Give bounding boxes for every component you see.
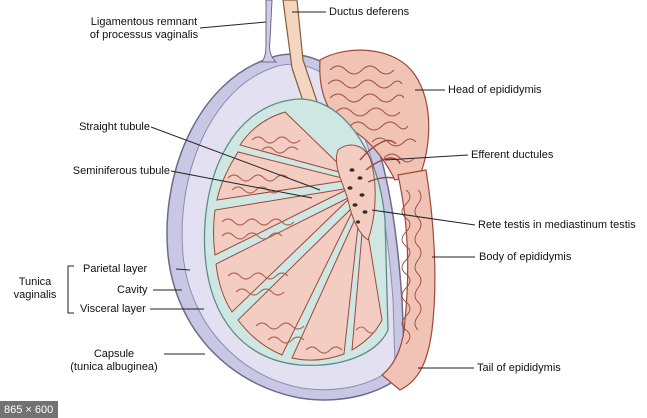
rete-testis-channels [347,168,368,224]
leader-lines [150,11,476,369]
label-straight-tubule: Straight tubule [79,121,150,133]
tunica-vaginalis-line2: vaginalis [13,289,57,301]
label-rete-testis: Rete testis in mediastinum testis [478,219,636,231]
epididymis-coils [327,65,422,345]
epididymis-body-shape [381,169,436,391]
label-capsule: Capsule (tunica albuginea) [62,348,166,374]
capsule-line2: (tunica albuginea) [70,361,158,373]
label-body-of-epididymis: Body of epididymis [479,251,572,263]
label-ligamentous-remnant: Ligamentous remnant of processus vaginal… [84,16,204,42]
label-visceral-layer: Visceral layer [80,303,146,315]
rete-testis-shape [335,144,376,241]
ligamentous-remnant-shape [261,0,278,63]
label-seminiferous-tubule: Seminiferous tubule [72,165,170,177]
label-cavity: Cavity [117,284,148,296]
tunica-bracket [67,265,74,314]
label-ductus-deferens: Ductus deferens [329,6,410,18]
label-tail-of-epididymis: Tail of epididymis [477,362,561,374]
capsule-line1: Capsule [93,348,135,360]
label-parietal-layer: Parietal layer [83,263,148,275]
efferent-ductules [359,139,401,183]
label-head-of-epididymis: Head of epididymis [448,84,542,96]
seminiferous-tubules [221,136,377,354]
label-efferent-ductules: Efferent ductules [471,149,554,161]
tunica-vaginalis-line1: Tunica [18,276,52,288]
ligamentous-remnant-line2: of processus vaginalis [89,29,199,41]
label-tunica-vaginalis: Tunica vaginalis [4,276,66,302]
image-size-badge: 865 × 600 [0,401,59,418]
ligamentous-remnant-line1: Ligamentous remnant [90,16,198,28]
